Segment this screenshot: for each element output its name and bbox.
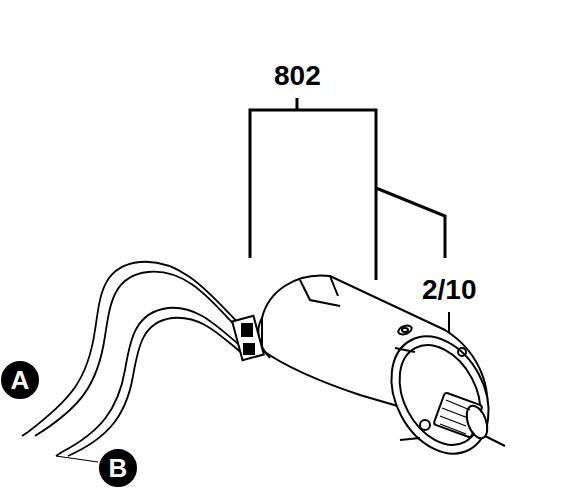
motor-body <box>232 275 508 470</box>
callout-circle: A <box>1 361 39 399</box>
callout-letter: A <box>11 367 30 393</box>
callout-letter: B <box>109 455 128 481</box>
callout-number: 802 <box>272 62 323 90</box>
pinion-gear <box>433 392 505 446</box>
callout-circle: B <box>99 449 137 487</box>
callout-bracket <box>250 98 445 280</box>
motor-wires <box>22 262 248 462</box>
callout-number: 2/10 <box>420 276 479 304</box>
